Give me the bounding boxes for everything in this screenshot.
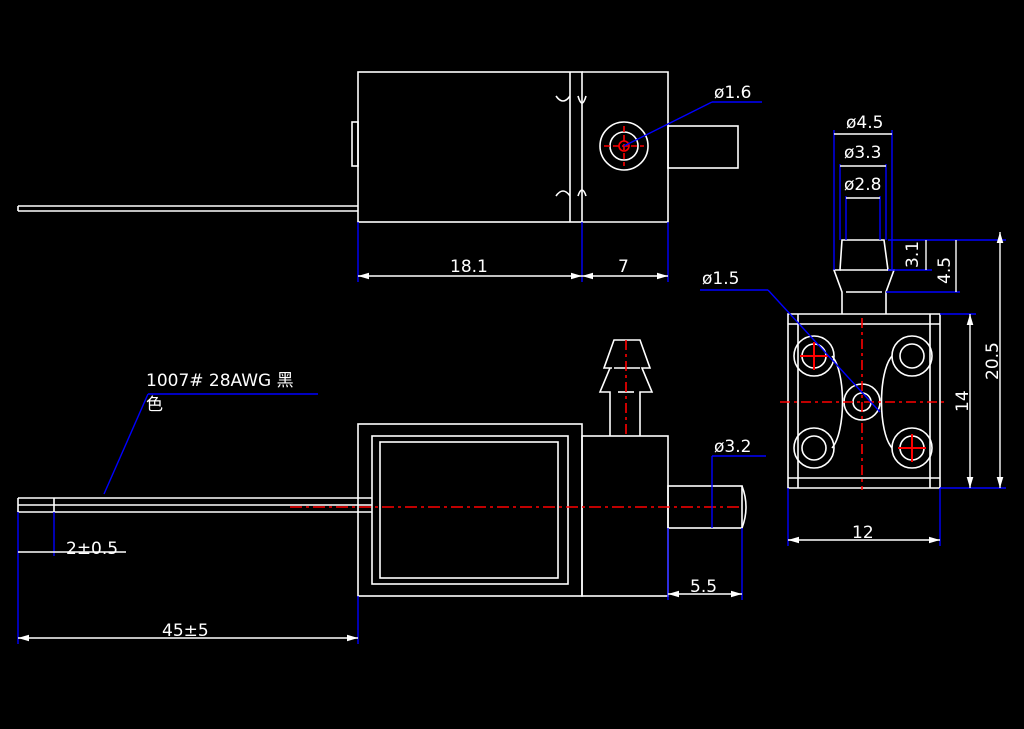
dim-side-nozzle-diameter-label: ø3.2 <box>714 437 751 457</box>
top-view-coil-body <box>357 71 583 223</box>
dim-wire-length-label: 45±5 <box>162 621 209 641</box>
side-view <box>17 339 747 597</box>
top-view-notch-lower <box>555 189 587 197</box>
dim-total-height-label: 20.5 <box>983 342 1003 380</box>
dim-barb-height-b-label: 4.5 <box>935 257 955 284</box>
dim-end-hole-label: ø1.5 <box>702 269 739 289</box>
dim-barb-inner-label: ø2.8 <box>844 175 881 195</box>
end-view <box>780 239 946 490</box>
top-view-wires <box>17 205 358 212</box>
side-view-frame <box>357 423 583 597</box>
top-view-port-outer <box>599 121 649 171</box>
end-view-body <box>787 313 941 489</box>
end-view-screw-crosses <box>800 342 926 462</box>
end-view-hole-top-right <box>891 335 933 377</box>
dim-nozzle-length-label: 7 <box>618 257 629 277</box>
end-view-screw-top-left <box>793 335 835 377</box>
wire-spec-label-line1: 1007# 28AWG 黑 <box>146 371 294 391</box>
top-view <box>17 71 739 223</box>
dim-barb-height-a-label: 3.1 <box>903 241 923 268</box>
side-view-dimensions <box>17 393 766 644</box>
side-view-inlet-barb <box>598 339 654 436</box>
side-view-coil-inner <box>371 435 569 585</box>
top-view-dimensions <box>357 101 762 282</box>
side-view-valve-head <box>581 435 669 597</box>
dim-body-length-label: 18.1 <box>450 257 488 277</box>
dim-barb-mid-label: ø3.3 <box>844 143 881 163</box>
side-view-wires <box>17 497 372 513</box>
end-view-hole-bottom-left <box>793 427 835 469</box>
dim-body-width-label: 12 <box>852 523 874 543</box>
end-view-dimensions <box>700 130 1006 546</box>
dim-barb-outer-label: ø4.5 <box>846 113 883 133</box>
dim-side-nozzle-length-label: 5.5 <box>690 577 717 597</box>
dim-wire-strip-label: 2±0.5 <box>66 539 118 559</box>
dim-body-height-label: 14 <box>953 390 973 412</box>
top-view-outlet-nozzle <box>667 125 739 169</box>
top-view-valve-head <box>582 71 669 223</box>
side-view-coil-core <box>379 441 559 579</box>
wire-spec-label-line2: 色 <box>146 395 163 415</box>
top-view-notch-upper <box>555 95 587 104</box>
dim-top-hole-label: ø1.6 <box>714 83 751 103</box>
end-view-barb <box>832 239 896 314</box>
top-view-terminal-tab <box>351 121 359 167</box>
